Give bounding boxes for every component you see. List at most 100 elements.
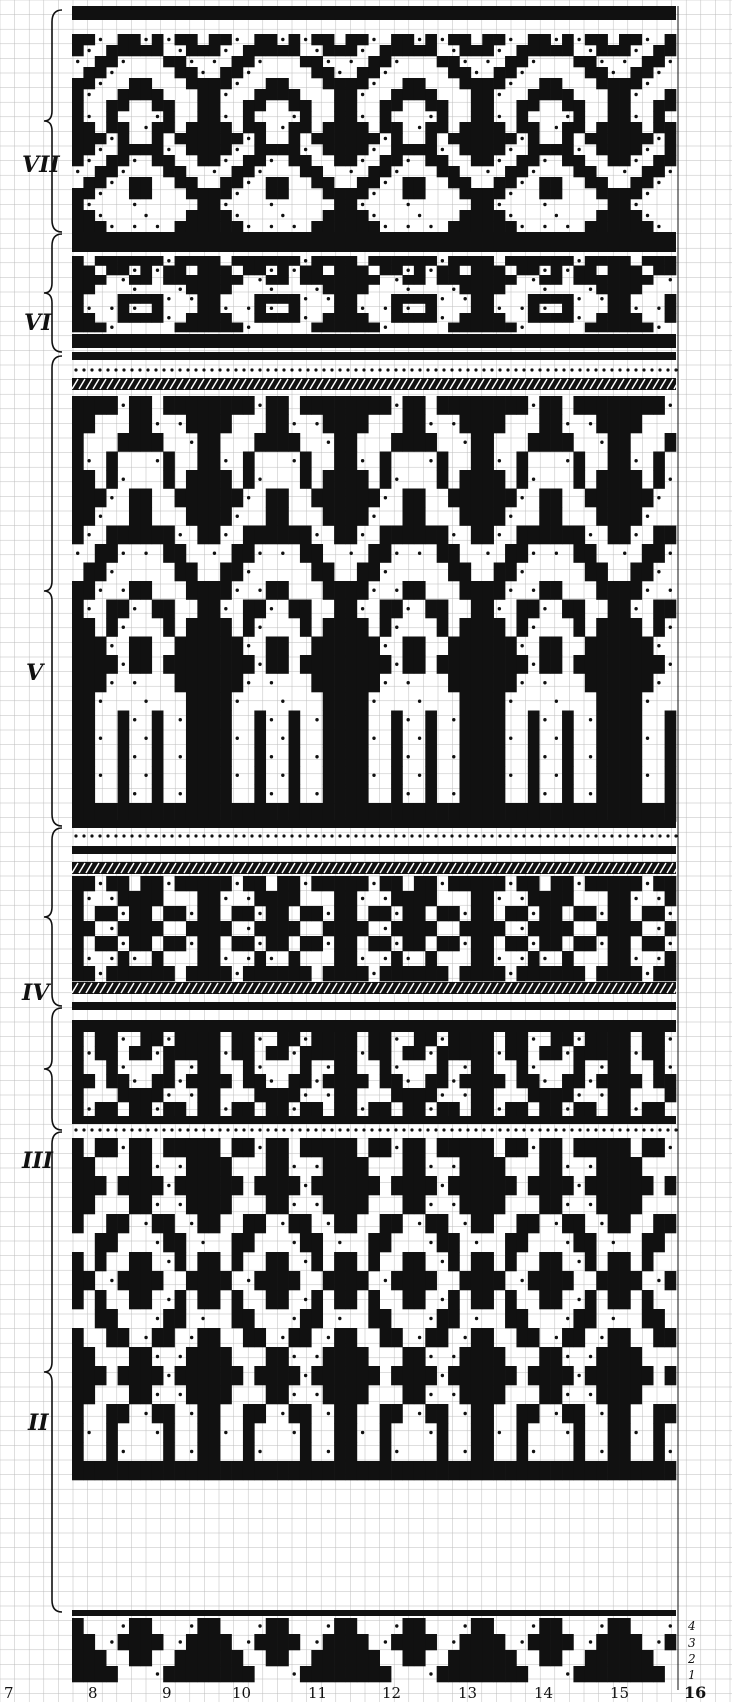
band-brace [44,1008,62,1130]
band-vii-ink-cell [482,89,494,100]
band-v-dot [589,718,592,721]
band-iv-dot [657,927,660,930]
band-ii-ink-cell [630,1157,642,1176]
band-ii-ink-cell [95,1309,107,1328]
band-ii-ink-cell [619,1328,631,1347]
band-iii-dot [156,1107,159,1110]
band-vi-ink-cell [357,313,369,323]
band-vii-ink-cell [471,122,483,133]
dot-row-dot [434,834,437,837]
band-vi-dot [463,297,466,300]
band-vi-ink-cell [482,285,494,295]
band-vi-dot [384,326,387,329]
band-v-ink-cell [608,470,620,489]
band-vi-ink-cell [243,256,255,266]
band-ii-ink-cell [494,1195,506,1214]
band-ii-ink-cell [277,1138,289,1157]
band-iii-ink-cell [414,1046,426,1060]
band-v-ink-cell [562,711,574,730]
band-v-ink-cell [334,637,346,656]
band-vii-ink-cell [175,221,187,232]
band-iv-ink-cell [186,876,198,891]
band-ii-ink-cell [505,1252,517,1271]
bottom-strip-ink-cell [642,1650,654,1666]
band-vii-ink-cell [619,100,631,111]
band-ii-ink-cell [528,1214,540,1233]
band-v-ink-cell [528,711,540,730]
column-number: 15 [610,1684,629,1702]
band-vii-ink-cell [368,221,380,232]
band-iii-dot [566,1107,569,1110]
band-ii-ink-cell [95,1233,107,1252]
band-vii-ink-cell [357,34,369,45]
dot-row-dot [338,1128,341,1131]
band-iii-ink-cell [573,1060,585,1074]
band-v-ink-cell [197,729,209,748]
dot-row-dot [442,1128,445,1131]
band-iv-ink-cell [346,906,358,921]
band-iii-ink-cell [619,1046,631,1060]
band-ii-dot [190,1412,193,1415]
band-ii-ink-cell [596,1366,608,1385]
band-vi-dot [270,288,273,291]
band-v-ink-cell [471,433,483,452]
band-label-v: V [26,660,45,686]
dot-row-dot [314,368,317,371]
band-vi-ink-cell [197,285,209,295]
band-v-ink-cell [186,396,198,415]
band-v-ink-cell [459,766,471,785]
band-iv-ink-cell [209,891,221,906]
band-ii-ink-cell [118,1176,130,1195]
band-iv-ink-cell [482,966,494,981]
band-v-ink-cell [494,803,506,822]
band-ii-ink-cell [72,1366,84,1385]
band-vii-ink-cell [209,100,221,111]
dot-row-dot [650,1128,653,1131]
band-iv-ink-cell [402,891,414,906]
band-vii-ink-cell [323,45,335,56]
band-ii-ink-cell [425,1404,437,1423]
band-ii-ink-cell [528,1328,540,1347]
band-iv-ink-cell [220,921,232,936]
band-v-ink-cell [118,766,130,785]
bottom-strip-ink-cell [402,1618,414,1634]
band-ii-ink-cell [402,1157,414,1176]
band-v-ink-cell [573,655,585,674]
band-ii-ink-cell [334,1138,346,1157]
bottom-strip-ink-cell [346,1634,358,1650]
band-v-ink-cell [311,803,323,822]
band-ii-ink-cell [482,1404,494,1423]
band-ii-ink-cell [619,1271,631,1290]
dot-row-dot [162,368,165,371]
band-vii-ink-cell [425,122,437,133]
band-v-ink-cell [289,785,301,804]
band-vii-dot [486,60,489,63]
bottom-strip-dot [247,1640,250,1643]
band-iii-ink-cell [619,1074,631,1088]
band-vi-ink-cell [140,313,152,323]
band-ii-ink-cell [448,1461,460,1480]
band-vii-ink-cell [357,67,369,78]
band-vii-ink-cell [140,78,152,89]
band-iv-ink-cell [334,876,346,891]
band-ii-ink-cell [266,1290,278,1309]
band-vii-ink-cell [346,188,358,199]
bottom-strip-ink-cell [619,1666,631,1682]
band-ii-ink-cell [220,1271,232,1290]
band-vii-dot [566,115,569,118]
dot-row-dot [506,834,509,837]
band-v-dot [133,755,136,758]
band-v-dot [133,718,136,721]
band-v-ink-cell [402,526,414,545]
band-v-ink-cell [83,785,95,804]
band-v-ink-cell [539,655,551,674]
band-iii-dot [167,1037,170,1040]
band-iv-dot [122,942,125,945]
band-vi-ink-cell [323,275,335,285]
band-vi-dot [441,259,444,262]
band-vi-ink-cell [72,275,84,285]
band-ii-ink-cell [197,1271,209,1290]
band-v-ink-cell [277,581,289,600]
band-iii-ink-cell [254,1074,266,1088]
band-ii-ink-cell [482,1328,494,1347]
